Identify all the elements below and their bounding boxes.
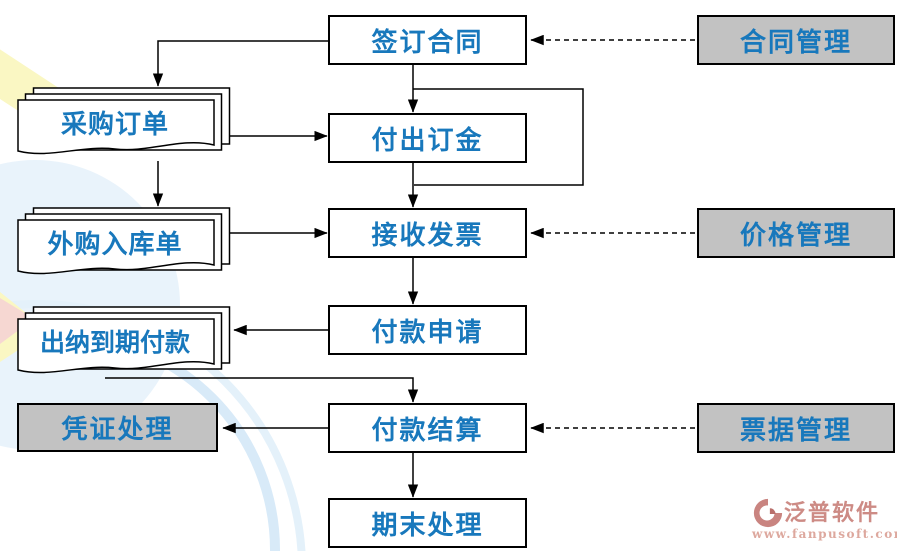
- connector-signcontract-to-purchaseorder: [152, 40, 328, 87]
- docstack-inbound-order-label: 外购入库单: [47, 230, 183, 260]
- node-payment-request: 付款申请: [328, 305, 527, 355]
- node-payment-settle: 付款结算: [328, 403, 527, 453]
- connector-bypass-around-paydeposit: [413, 88, 584, 186]
- vendor-logo: 泛普软件 www.fanpusoft.com: [752, 497, 897, 547]
- node-voucher-process-label: 凭证处理: [61, 415, 174, 445]
- node-receive-invoice: 接收发票: [328, 208, 527, 258]
- node-sign-contract: 签订合同: [328, 15, 527, 65]
- node-price-mgmt: 价格管理: [697, 208, 895, 258]
- node-period-end-label: 期末处理: [371, 510, 484, 541]
- node-pay-deposit-label: 付出订金: [371, 125, 484, 156]
- node-bill-mgmt-label: 票据管理: [739, 415, 852, 446]
- docstack-cashier-due: [17, 306, 231, 374]
- vendor-logo-url: www.fanpusoft.com: [752, 527, 897, 541]
- node-payment-settle-label: 付款结算: [371, 415, 484, 446]
- node-contract-mgmt-label: 合同管理: [739, 27, 852, 58]
- docstack-purchase-order: [17, 87, 231, 155]
- node-payment-request-label: 付款申请: [371, 317, 484, 348]
- node-pay-deposit: 付出订金: [328, 113, 527, 163]
- docstack-inbound-order: [17, 207, 231, 275]
- docstack-cashier-due-label: 出纳到期付款: [39, 328, 190, 357]
- connector-cashierdue-to-paymentsettle: [105, 377, 419, 403]
- fanpu-logo-icon: [753, 498, 783, 528]
- node-sign-contract-label: 签订合同: [371, 27, 484, 58]
- vendor-logo-name: 泛普软件: [784, 500, 881, 526]
- node-bill-mgmt: 票据管理: [697, 403, 895, 453]
- node-receive-invoice-label: 接收发票: [371, 220, 484, 251]
- node-period-end: 期末处理: [328, 498, 527, 548]
- node-contract-mgmt: 合同管理: [697, 15, 895, 65]
- node-price-mgmt-label: 价格管理: [739, 220, 852, 251]
- node-voucher-process: 凭证处理: [17, 403, 218, 452]
- docstack-purchase-order-label: 采购订单: [60, 110, 169, 140]
